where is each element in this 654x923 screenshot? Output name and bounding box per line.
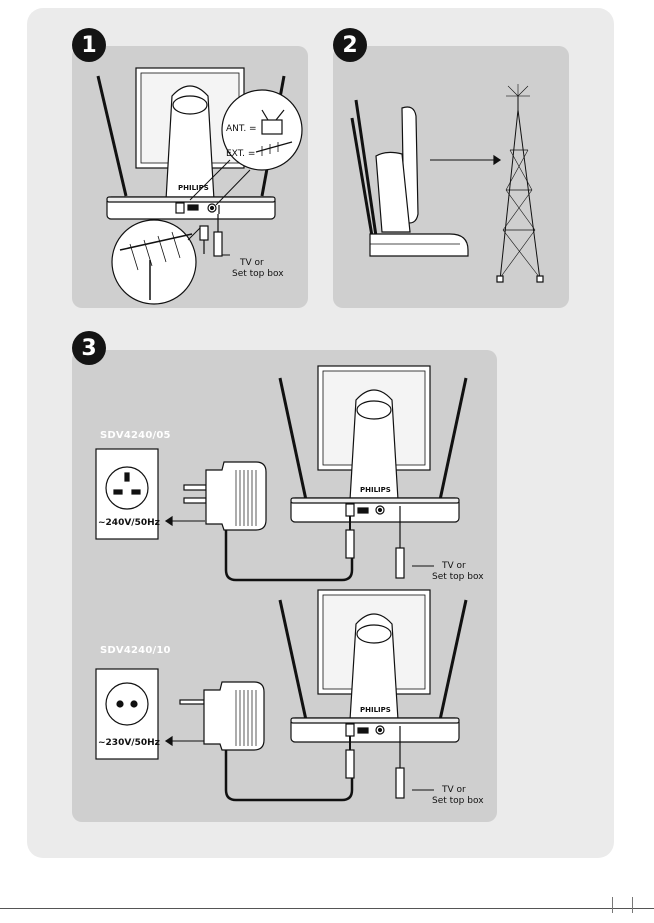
step1-brand: PHILIPS (178, 184, 209, 192)
step2-illustration (352, 84, 543, 282)
step3-uk-tv-label: TV or Set top box (432, 561, 484, 583)
step3-uk-brand: PHILIPS (360, 486, 391, 494)
step1-tv-line2: Set top box (232, 269, 284, 280)
step3-uk-model: SDV4240/05 (100, 430, 171, 441)
step1-ext-label: EXT. = (226, 149, 255, 159)
footer-rule (0, 908, 654, 909)
step1-tv-label: TV or Set top box (232, 258, 284, 280)
step3-eu-tv-line1: TV or (432, 785, 484, 796)
step3-uk-tv-line2: Set top box (432, 572, 484, 583)
step1-tv-line1: TV or (232, 258, 284, 269)
step3-uk-tv-line1: TV or (432, 561, 484, 572)
step3-uk-illustration (96, 366, 466, 580)
step1-ant-label: ANT. = (226, 124, 257, 134)
step3-eu-tv-label: TV or Set top box (432, 785, 484, 807)
step3-eu-illustration (96, 590, 466, 800)
step3-uk-voltage: ~240V/50Hz (98, 518, 160, 528)
crop-mark (632, 897, 633, 913)
step3-eu-model: SDV4240/10 (100, 645, 171, 656)
step3-eu-tv-line2: Set top box (432, 796, 484, 807)
step3-eu-voltage: ~230V/50Hz (98, 738, 160, 748)
step3-eu-brand: PHILIPS (360, 706, 391, 714)
crop-mark (612, 897, 613, 913)
